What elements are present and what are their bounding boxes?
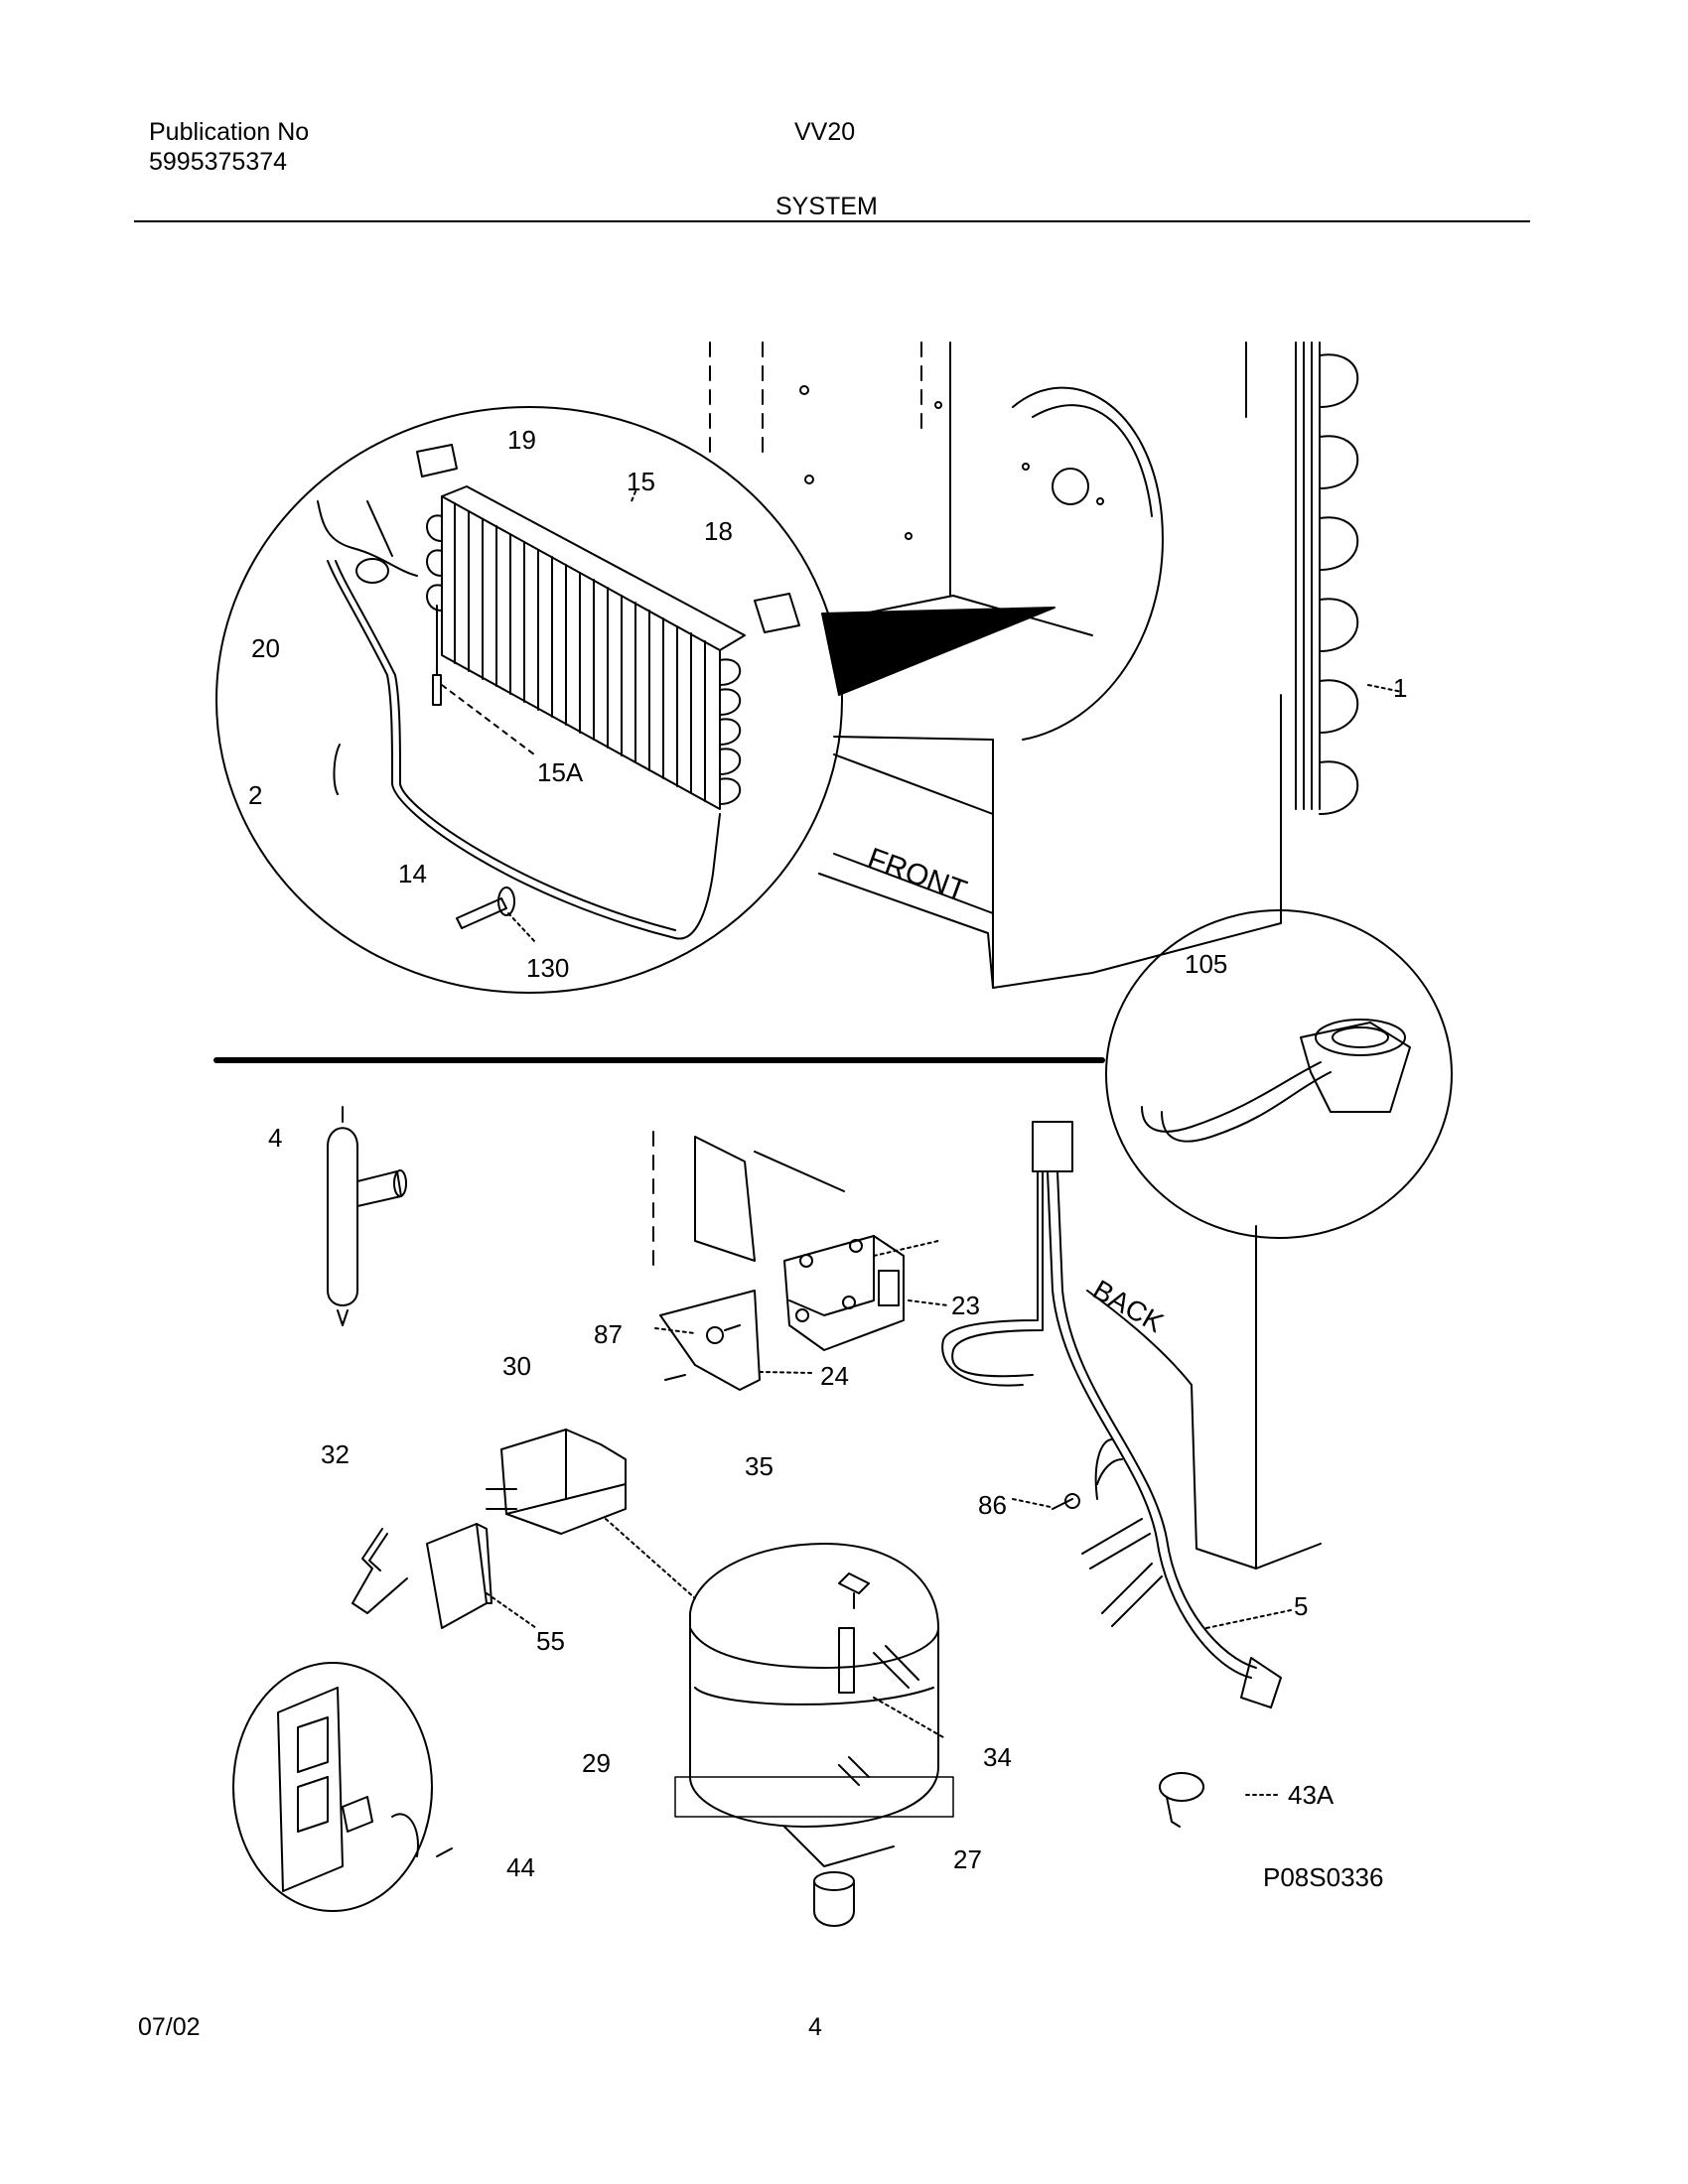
- callout-20: 20: [251, 633, 280, 663]
- callout-105: 105: [1185, 949, 1228, 979]
- header-rule: [134, 220, 1530, 222]
- callout-35: 35: [745, 1451, 774, 1481]
- power-cord: [941, 1121, 1292, 1708]
- cabinet-upper: [709, 341, 1282, 989]
- detail-pointer-upper: [821, 607, 1055, 696]
- timer-bracket: [654, 1290, 815, 1391]
- callout-29: 29: [582, 1748, 611, 1778]
- wall-outlet: [277, 1687, 453, 1892]
- callout-55: 55: [536, 1626, 565, 1656]
- callout-86: 86: [978, 1490, 1007, 1520]
- cabinet-lower: [652, 1131, 1322, 1570]
- callout-87: 87: [594, 1319, 623, 1349]
- start-relay: [486, 1429, 627, 1535]
- callout-1: 1: [1393, 673, 1408, 703]
- cord-clamp: [1159, 1772, 1282, 1828]
- model-number: VV20: [794, 118, 856, 146]
- callout-19: 19: [507, 425, 536, 455]
- publication-number: 5995375374: [149, 148, 288, 176]
- callout-15a: 15A: [537, 757, 584, 787]
- callout-18: 18: [704, 516, 733, 546]
- capacitor: [352, 1523, 537, 1629]
- overload-detail-circle: [1105, 909, 1453, 1239]
- page-number: 4: [808, 2013, 822, 2041]
- evaporator: [317, 444, 800, 944]
- ground-screw: [1012, 1458, 1123, 1510]
- callout-44: 44: [506, 1852, 535, 1882]
- callout-24: 24: [820, 1361, 849, 1391]
- callout-4: 4: [268, 1123, 283, 1153]
- callout-130: 130: [526, 953, 570, 983]
- callout-15: 15: [627, 467, 655, 496]
- callout-2: 2: [248, 780, 263, 810]
- compressor: [605, 1518, 954, 1867]
- footer-date: 07/02: [138, 2013, 201, 2041]
- evaporator-detail-circle: [215, 406, 843, 994]
- defrost-timer: [783, 1235, 949, 1351]
- filter-drier: [327, 1106, 407, 1326]
- section-title: SYSTEM: [775, 193, 878, 220]
- condenser-coil: [1295, 341, 1403, 815]
- callout-32: 32: [321, 1439, 350, 1469]
- publication-label: Publication No: [149, 118, 310, 146]
- outlet-detail-circle: [232, 1662, 433, 1912]
- grommet: [813, 1871, 855, 1927]
- drawing-number: P08S0336: [1263, 1862, 1384, 1892]
- callout-23: 23: [951, 1291, 980, 1320]
- callout-27: 27: [953, 1844, 982, 1874]
- callout-34: 34: [983, 1742, 1012, 1772]
- callout-30: 30: [502, 1351, 531, 1381]
- callout-5: 5: [1294, 1591, 1309, 1621]
- callout-43a: 43A: [1288, 1780, 1335, 1810]
- callout-14: 14: [398, 859, 427, 888]
- overload-bracket: [1141, 1019, 1411, 1143]
